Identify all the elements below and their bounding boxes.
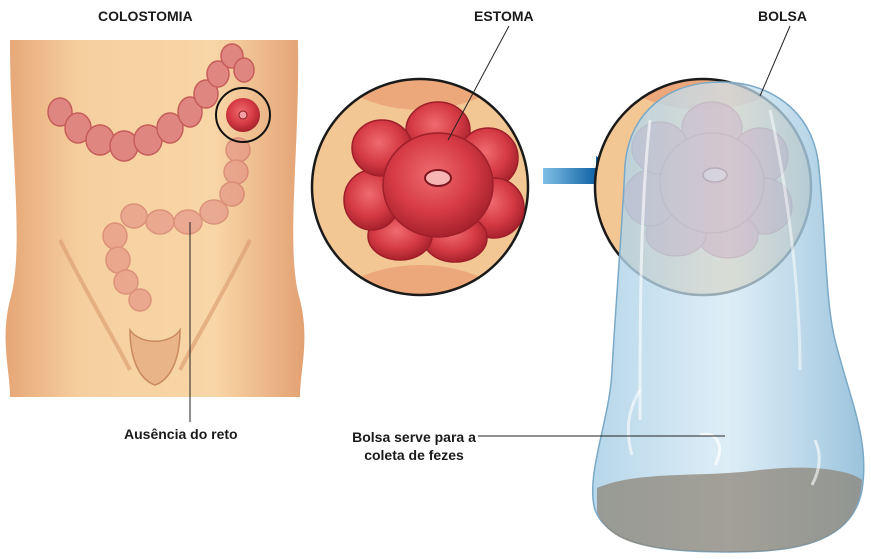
colostomia-title: COLOSTOMIA xyxy=(98,8,193,24)
stoma-zoom xyxy=(312,79,528,295)
estoma-label: ESTOMA xyxy=(474,8,534,24)
bolsa-label: BOLSA xyxy=(758,8,807,24)
bolsa-pointer xyxy=(760,26,790,96)
ausencia-do-reto-label: Ausência do reto xyxy=(124,426,238,442)
bolsa-desc-label: Bolsa serve para a coleta de fezes xyxy=(352,428,476,464)
ostomy-pouch xyxy=(593,82,864,552)
